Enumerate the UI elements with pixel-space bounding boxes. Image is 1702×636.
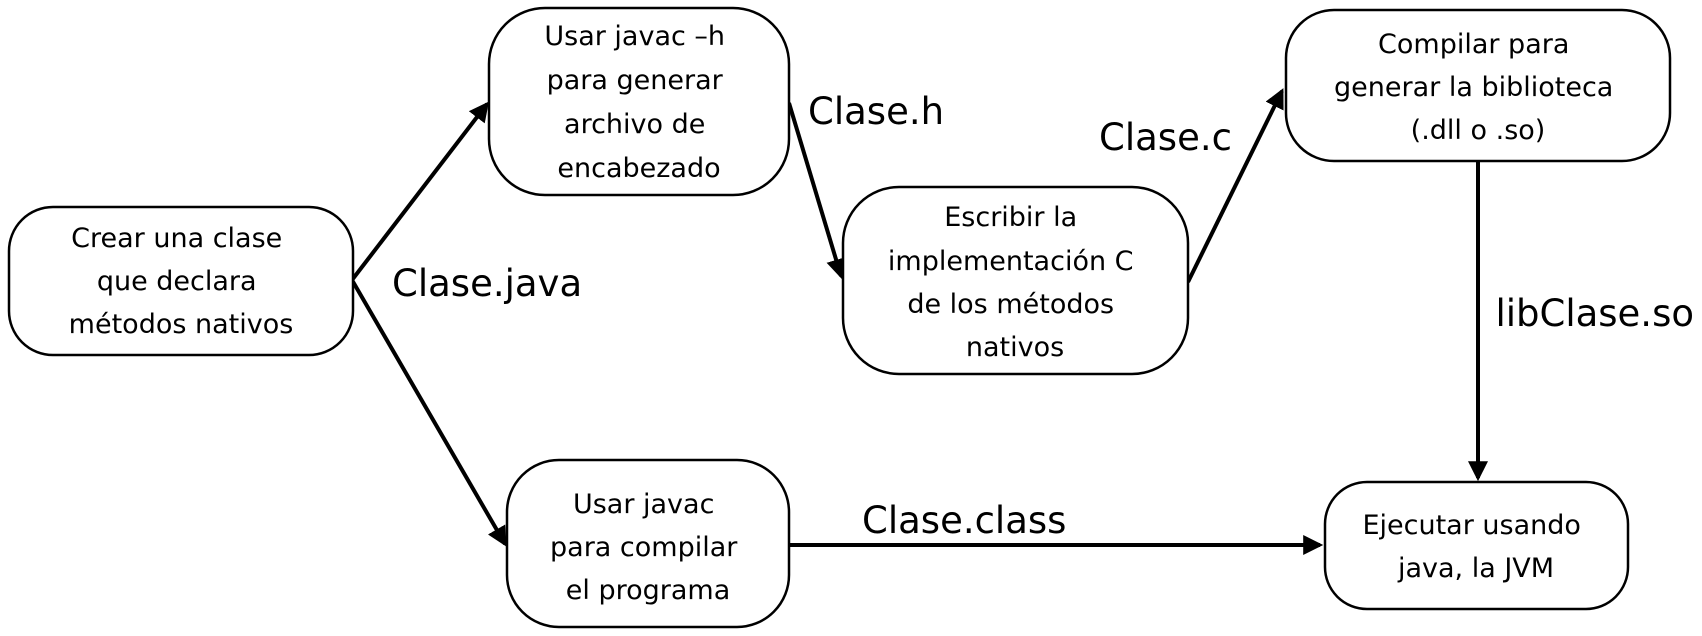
edge-crear-to-javac-h [350, 101, 489, 282]
node-label-line: que declara [97, 266, 257, 297]
node-escribir: Escribir la implementación C de los méto… [841, 185, 1190, 376]
node-label-line: (.dll o .so) [1411, 115, 1546, 146]
node-label-line: métodos nativos [69, 309, 294, 340]
node-label-line: generar la biblioteca [1334, 72, 1613, 103]
node-box [487, 6, 791, 197]
edge-javac-h-to-escribir [787, 102, 846, 280]
node-label-line: encabezado [557, 153, 720, 184]
node-label-line: Ejecutar usando [1362, 510, 1580, 541]
node-ejecutar: Ejecutar usando java, la JVM [1323, 480, 1630, 611]
node-label: Crear una clase que declara métodos nati… [69, 223, 294, 340]
edge-label-clase-h: Clase.h [808, 90, 944, 133]
node-label-line: Escribir la [944, 202, 1077, 233]
node-javac-h: Usar javac –h para generar archivo de en… [487, 6, 791, 197]
edge-label-lib-clase-so: libClase.so [1495, 292, 1694, 335]
node-label: Compilar para generar la biblioteca (.dl… [1334, 29, 1622, 146]
node-crear: Crear una clase que declara métodos nati… [7, 205, 355, 357]
node-compilar-biblioteca: Compilar para generar la biblioteca (.dl… [1284, 8, 1672, 163]
edges [350, 88, 1488, 555]
node-label-line: java, la JVM [1397, 553, 1554, 584]
node-box [1323, 480, 1630, 611]
node-label: Escribir la implementación C de los méto… [888, 202, 1142, 363]
node-label-line: el programa [566, 575, 731, 606]
edge-label-clase-c: Clase.c [1099, 116, 1232, 159]
node-label-line: de los métodos [907, 289, 1114, 320]
node-label-line: implementación C [888, 246, 1134, 277]
node-label-line: para compilar [550, 532, 738, 563]
node-label-line: nativos [966, 332, 1064, 363]
node-label-line: archivo de [564, 109, 705, 140]
node-label-line: para generar [547, 65, 724, 96]
node-label-line: Crear una clase [71, 223, 282, 254]
node-box [505, 458, 791, 629]
node-label-line: Usar javac [573, 489, 714, 520]
node-box [1284, 8, 1672, 163]
edge-label-clase-class: Clase.class [862, 499, 1066, 542]
node-label: Usar javac –h para generar archivo de en… [544, 21, 733, 184]
node-box [841, 185, 1190, 376]
node-label: Usar javac para compilar el programa [550, 489, 746, 606]
node-javac-compilar: Usar javac para compilar el programa [505, 458, 791, 629]
node-box [7, 205, 355, 357]
node-label: Ejecutar usando java, la JVM [1362, 510, 1589, 584]
edge-escribir-to-compilar-biblioteca [1186, 88, 1284, 283]
node-label-line: Compilar para [1378, 29, 1569, 60]
edge-crear-to-javac-compilar [350, 278, 507, 547]
edge-labels: Clase.java Clase.h Clase.c libClase.so C… [392, 90, 1694, 542]
node-label-line: Usar javac –h [544, 21, 725, 52]
edge-label-clase-java: Clase.java [392, 262, 582, 305]
